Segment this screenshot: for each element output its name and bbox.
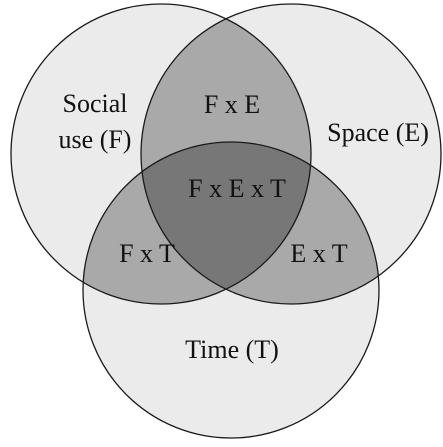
label-f-x-t: F x T	[119, 239, 175, 268]
circle-outlines	[10, 3, 442, 439]
circle-time-outline	[82, 141, 380, 439]
labels: Social use (F) Space (E) Time (T) F x E …	[59, 89, 429, 364]
circle-social-use-outline	[10, 3, 312, 305]
label-space: Space (E)	[327, 118, 429, 147]
label-social-line1: Social	[63, 89, 128, 118]
label-f-x-e-x-t: F x E x T	[188, 174, 286, 203]
label-f-x-e: F x E	[204, 90, 260, 119]
label-e-x-t: E x T	[290, 239, 347, 268]
label-social-line2: use (F)	[59, 125, 132, 154]
label-time: Time (T)	[185, 335, 279, 364]
circle-space-outline	[140, 3, 442, 305]
